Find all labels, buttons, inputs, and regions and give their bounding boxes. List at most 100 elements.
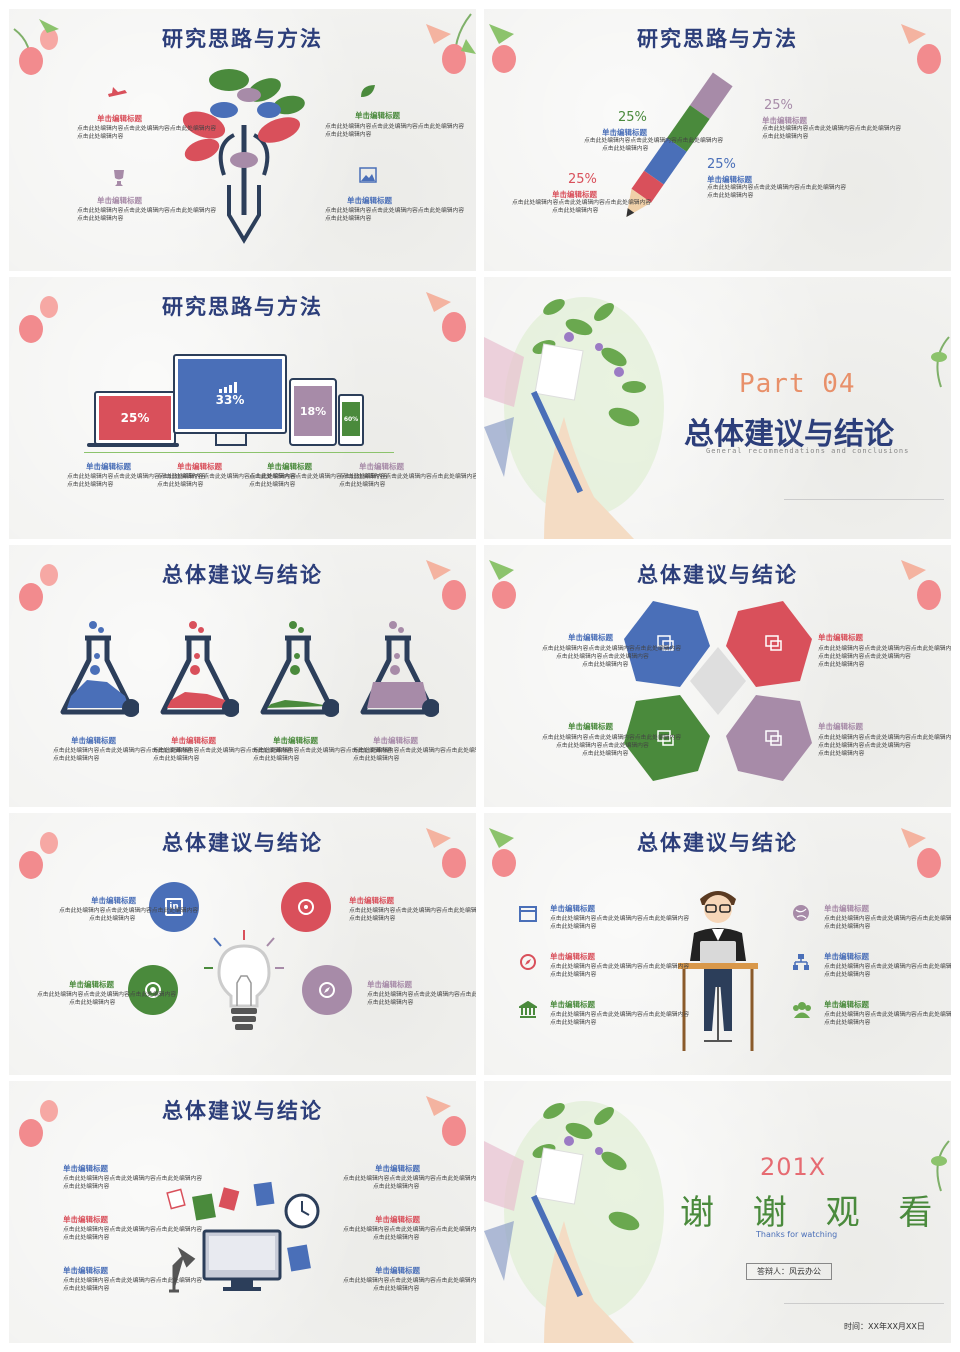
flower-decoration-left — [489, 828, 516, 877]
item-4-text-line-2: 点击此处编辑内容 — [339, 482, 386, 488]
slide-title: 总体建议与结论 — [637, 563, 798, 587]
item-4-text-line-1: 点击此处编辑内容点击此处编辑内容点击此处编辑内容 — [325, 208, 465, 214]
item-2-text-line-2: 点击此处编辑内容 — [552, 208, 599, 214]
section-subtitle: General recommendations and conclusions — [706, 447, 910, 455]
pct-mauve: 25% — [764, 98, 793, 113]
slide-7[interactable]: 总体建议与结论 in 单击编辑标题 点击此处编辑内容点击此处编辑内容点击此处编辑… — [9, 813, 476, 1075]
item-3-heading: 单击编辑标题 — [273, 736, 318, 745]
flower-decoration-left — [19, 832, 58, 879]
item-4-text-line-2: 点击此处编辑内容 — [367, 1000, 414, 1006]
item-5-text-line-1: 点击此处编辑内容点击此处编辑内容点击此处编辑内容 — [824, 964, 951, 970]
item-3-text-line-2: 点击此处编辑内容 — [325, 132, 372, 138]
trophy-icon — [114, 170, 124, 186]
item-6-text-line-1: 点击此处编辑内容点击此处编辑内容点击此处编辑内容 — [343, 1278, 476, 1284]
item-2-text-line-1: 点击此处编辑内容点击此处编辑内容点击此处编辑内容 — [157, 474, 297, 480]
item-3-text-line-1: 点击此处编辑内容点击此处编辑内容点击此处编辑内容 — [253, 748, 393, 754]
tablet-device: 18% — [289, 378, 337, 446]
phone-screen: 60% — [342, 402, 360, 436]
item-2-text-line-2: 点击此处编辑内容 — [157, 482, 204, 488]
item-2-text-line-3: 点击此处编辑内容 — [818, 662, 865, 668]
item-3-text-line-1: 点击此处编辑内容点击此处编辑内容点击此处编辑内容 — [542, 735, 682, 741]
pct-blue: 25% — [707, 157, 736, 172]
item-2-heading: 单击编辑标题 — [63, 1215, 108, 1224]
item-3-heading: 单击编辑标题 — [568, 722, 613, 731]
item-3-text-line-1: 点击此处编辑内容点击此处编辑内容点击此处编辑内容 — [762, 126, 902, 132]
section-title: 总体建议与结论 — [684, 417, 894, 452]
item-3-text-line-1: 点击此处编辑内容点击此处编辑内容点击此处编辑内容 — [550, 1012, 690, 1018]
item-3-heading: 单击编辑标题 — [762, 116, 807, 125]
item-3-text-line-3: 点击此处编辑内容 — [582, 751, 629, 757]
item-1-text-line-1: 点击此处编辑内容点击此处编辑内容点击此处编辑内容 — [550, 916, 690, 922]
item-4-heading: 单击编辑标题 — [367, 980, 412, 989]
bank-icon — [519, 1001, 537, 1018]
paper-texture — [9, 545, 476, 807]
slide-4-section-cover[interactable]: Part 04 总体建议与结论 General recommendations … — [484, 277, 951, 539]
laptop-device: 25% — [94, 391, 176, 445]
flower-decoration-right — [901, 560, 941, 610]
slide-10-thanks[interactable]: 201X 谢 谢 观 看 Thanks for watching 答辩人：风云办… — [484, 1081, 951, 1343]
slide-5[interactable]: 总体建议与结论 单击编辑标题 点击此处编辑内容点击此处编辑内容点击此处编辑内容 … — [9, 545, 476, 807]
item-4-text-line-1: 点击此处编辑内容点击此处编辑内容点击此处编辑内容 — [367, 992, 476, 998]
phone-device: 60% — [338, 394, 364, 446]
flower-decoration-left — [19, 564, 58, 611]
item-1-text-line-2: 点击此处编辑内容 — [89, 916, 136, 922]
chart-bars-icon — [219, 382, 237, 393]
pencil-illustration — [626, 72, 733, 217]
slide-6[interactable]: 总体建议与结论 单击编辑标题 点击此处编辑内容点击此处编辑内容点击此处编辑内容 … — [484, 545, 951, 807]
slide-9[interactable]: 总体建议与结论 单击编辑标题 点击此处编辑内容点击此处编辑内容点击此处编辑内容 … — [9, 1081, 476, 1343]
item-1-text-line-1: 点击此处编辑内容点击此处编辑内容点击此处编辑内容 — [53, 748, 193, 754]
baseline-divider — [84, 452, 394, 453]
item-4-heading: 单击编辑标题 — [375, 1164, 420, 1173]
item-1-heading: 单击编辑标题 — [97, 114, 142, 123]
item-1-text-line-2: 点击此处编辑内容 — [53, 756, 100, 762]
paper-texture — [9, 813, 476, 1075]
item-1-heading: 单击编辑标题 — [86, 462, 131, 471]
paper-texture — [9, 1081, 476, 1343]
slide-3[interactable]: 研究思路与方法 25% 33% 18% 60% 单击编辑标题 点击此处编辑内容点… — [9, 277, 476, 539]
item-2-heading: 单击编辑标题 — [97, 196, 142, 205]
item-1-heading: 单击编辑标题 — [550, 904, 595, 913]
item-4-heading: 单击编辑标题 — [707, 175, 752, 184]
flask-icon-mauve — [360, 621, 439, 717]
slide-1[interactable]: 研究思路与方法 单击编辑标题 点击此处编辑内容点击此处编辑内容点击此处编辑内容 … — [9, 9, 476, 271]
monitor-value: 33% — [215, 393, 245, 407]
flower-decoration-left — [13, 19, 59, 75]
target-icon — [145, 982, 161, 998]
slide-2[interactable]: 研究思路与方法 25% 单击编辑标题 点击此处编辑内容点击此处编辑内容点击此处编… — [484, 9, 951, 271]
item-4-text-line-1: 点击此处编辑内容点击此处编辑内容点击此处编辑内容 — [818, 735, 951, 741]
item-4-text-line-1: 点击此处编辑内容点击此处编辑内容点击此处编辑内容 — [343, 1176, 476, 1182]
item-5-heading: 单击编辑标题 — [824, 952, 869, 961]
flower-decoration-left — [19, 296, 58, 343]
item-3-text-line-2: 点击此处编辑内容 — [253, 756, 300, 762]
leaf-pencil-illustration — [182, 69, 305, 244]
slide-title: 研究思路与方法 — [162, 295, 323, 319]
item-1-text-line-1: 点击此处编辑内容点击此处编辑内容点击此处编辑内容 — [584, 138, 724, 144]
slide-8[interactable]: 总体建议与结论 单击编 — [484, 813, 951, 1075]
flask-icon-green — [260, 621, 339, 717]
item-4-heading: 单击编辑标题 — [347, 196, 392, 205]
item-1-text-line-1: 点击此处编辑内容点击此处编辑内容点击此处编辑内容 — [63, 1176, 203, 1182]
item-2-text-line-2: 点击此处编辑内容点击此处编辑内容 — [818, 654, 911, 660]
flower-decoration-right — [426, 13, 476, 74]
item-4-heading: 单击编辑标题 — [359, 462, 404, 471]
item-1-text-line-2: 点击此处编辑内容点击此处编辑内容 — [556, 654, 649, 660]
item-3-text-line-2: 点击此处编辑内容 — [762, 134, 809, 140]
leaf-decoration-right — [931, 336, 950, 388]
laptop-screen: 25% — [99, 396, 171, 440]
item-2-text-line-1: 点击此处编辑内容点击此处编辑内容点击此处编辑内容 — [550, 964, 690, 970]
item-4-text-line-1: 点击此处编辑内容点击此处编辑内容点击此处编辑内容 — [339, 474, 476, 480]
item-3-text-line-2: 点击此处编辑内容 — [249, 482, 296, 488]
item-2-heading: 单击编辑标题 — [177, 462, 222, 471]
pct-green: 25% — [618, 110, 647, 125]
item-5-text-line-2: 点击此处编辑内容 — [824, 972, 871, 978]
compass-circle — [302, 965, 352, 1015]
bottom-rule — [784, 499, 944, 500]
item-4-text-line-2: 点击此处编辑内容点击此处编辑内容 — [818, 743, 911, 749]
monitor-device: 33% — [173, 354, 287, 434]
bottom-rule — [784, 1303, 944, 1304]
monitor-screen: 33% — [178, 359, 282, 429]
flower-decoration-right — [426, 828, 466, 878]
item-4-text-line-2: 点击此处编辑内容 — [353, 756, 400, 762]
image-icon — [359, 167, 377, 183]
date-label: 时间：XX年XX月XX日 — [844, 1322, 925, 1331]
